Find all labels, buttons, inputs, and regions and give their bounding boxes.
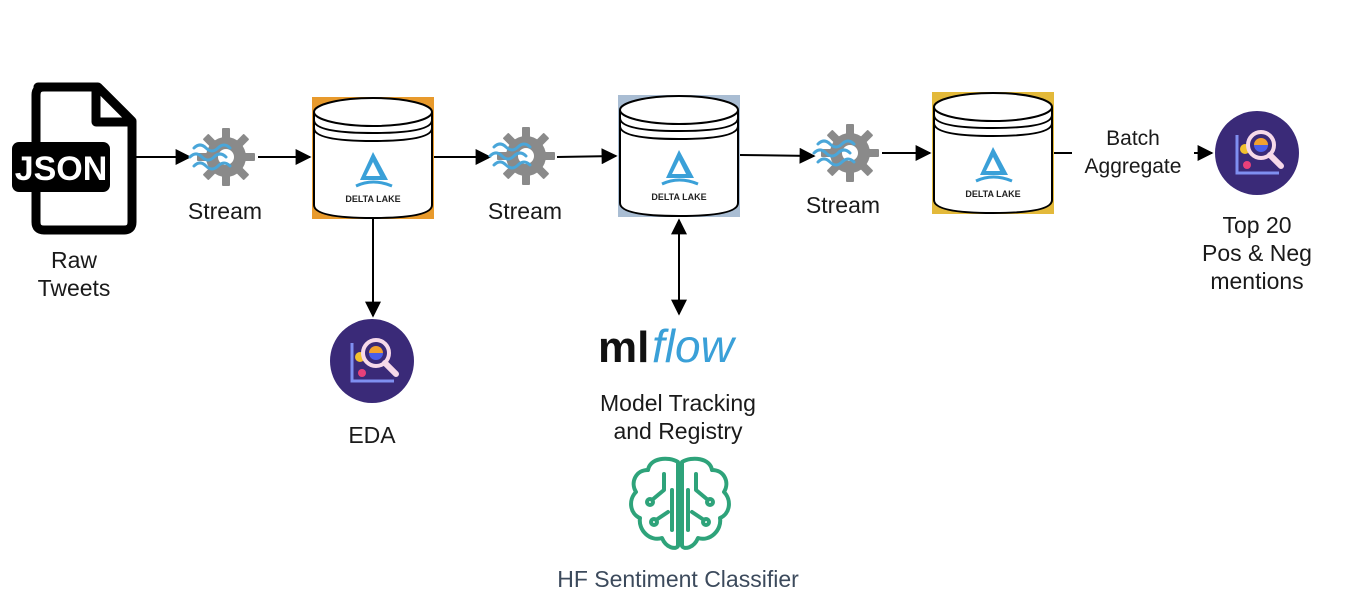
raw-tweets-label-line1: Raw bbox=[50, 247, 97, 273]
top20-label-line1: Top 20 bbox=[1222, 212, 1292, 238]
top20-analytics-icon bbox=[1215, 111, 1299, 195]
stream-3-label: Stream bbox=[805, 192, 881, 218]
stream-1-label: Stream bbox=[187, 198, 263, 224]
eda-label: EDA bbox=[348, 422, 396, 448]
stream-1-icon bbox=[188, 126, 257, 188]
hf-classifier-label: HF Sentiment Classifier bbox=[557, 566, 799, 592]
raw-tweets-label: Raw Tweets bbox=[14, 246, 134, 302]
delta-logo-text: DELTA LAKE bbox=[965, 189, 1020, 199]
delta-logo-text: DELTA LAKE bbox=[651, 192, 706, 202]
json-label: JSON bbox=[15, 150, 108, 188]
stream-2-label: Stream bbox=[487, 198, 563, 224]
arrow-silver-to-stream3 bbox=[739, 147, 816, 164]
top20-label-line3: mentions bbox=[1210, 268, 1304, 294]
batch-label-line2: Aggregate bbox=[1084, 155, 1182, 178]
mlflow-label: Model Tracking and Registry bbox=[568, 389, 788, 445]
batch-label-line1: Batch bbox=[1106, 127, 1160, 150]
raw-tweets-label-line2: Tweets bbox=[37, 275, 111, 301]
delta-lake-silver-icon: DELTA LAKE bbox=[618, 95, 740, 218]
mlflow-label-line2: and Registry bbox=[613, 418, 743, 444]
arrow-stream2-to-silver bbox=[556, 148, 618, 165]
json-file-icon: JSON bbox=[12, 82, 137, 235]
delta-lake-gold-icon: DELTA LAKE bbox=[932, 92, 1054, 215]
top20-label: Top 20 Pos & Neg mentions bbox=[1182, 211, 1332, 295]
delta-lake-bronze-icon: DELTA LAKE bbox=[312, 97, 434, 220]
brain-circuit-icon bbox=[629, 456, 731, 550]
mlflow-logo: ml flow bbox=[598, 320, 737, 372]
batch-aggregate-label: Batch Aggregate bbox=[1072, 125, 1194, 181]
mlflow-label-line1: Model Tracking bbox=[600, 390, 756, 416]
mlflow-logo-ml: ml bbox=[598, 323, 649, 372]
delta-logo-text: DELTA LAKE bbox=[345, 194, 400, 204]
top20-label-line2: Pos & Neg bbox=[1202, 240, 1312, 266]
stream-2-icon bbox=[488, 125, 557, 187]
mlflow-logo-flow: flow bbox=[652, 320, 737, 372]
eda-analytics-icon bbox=[330, 319, 414, 403]
stream-3-icon bbox=[812, 122, 881, 184]
connectors bbox=[134, 145, 1214, 318]
